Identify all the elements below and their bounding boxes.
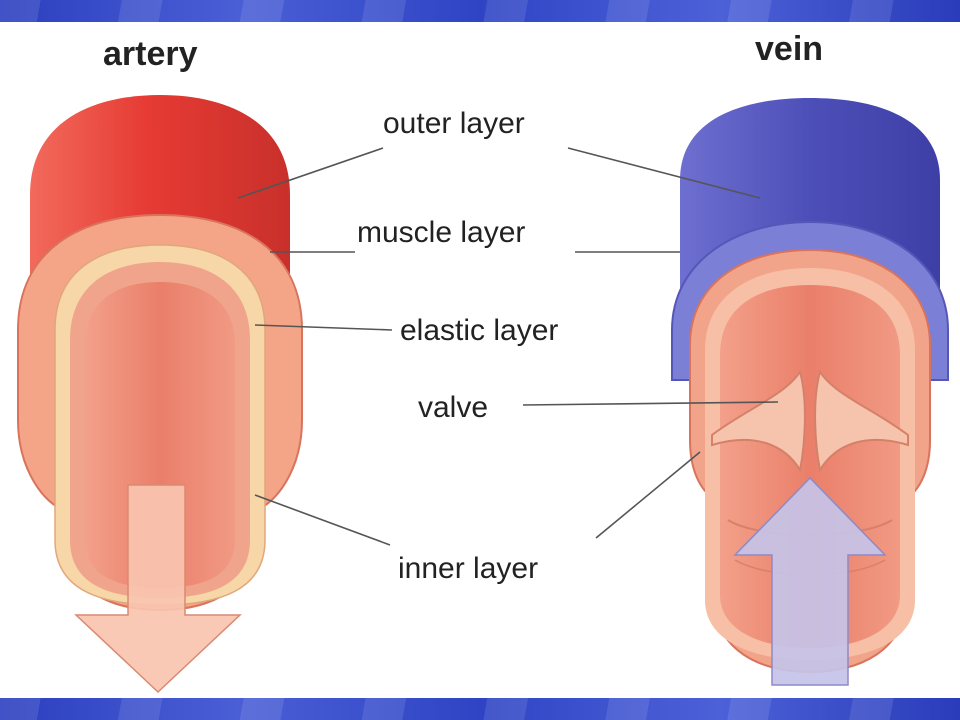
leader-inner-artery	[254, 494, 391, 546]
leader-lines	[237, 147, 779, 546]
artery-flow-arrow	[74, 484, 242, 694]
artery-heading: artery	[103, 35, 198, 73]
leader-outer-artery	[237, 147, 384, 199]
muscle-layer-label: muscle layer	[357, 216, 525, 249]
top-decorative-band	[0, 0, 960, 22]
leader-valve-vein	[522, 401, 779, 406]
vein-heading: vein	[755, 30, 823, 68]
leader-elastic-artery	[254, 324, 393, 331]
vein-flow-arrow	[733, 476, 887, 686]
leader-outer-vein	[567, 147, 761, 199]
outer-layer-label: outer layer	[383, 107, 525, 140]
inner-layer-label: inner layer	[398, 552, 538, 585]
vein-valve-right-cusp	[814, 369, 909, 473]
artery-lumen	[85, 282, 235, 588]
artery-illustration	[17, 95, 303, 694]
elastic-layer-label: elastic layer	[400, 314, 558, 347]
valve-label: valve	[418, 391, 488, 424]
bottom-decorative-band	[0, 698, 960, 720]
vein-illustration	[671, 98, 949, 686]
leader-inner-vein	[595, 451, 701, 539]
vein-lumen	[720, 285, 900, 648]
